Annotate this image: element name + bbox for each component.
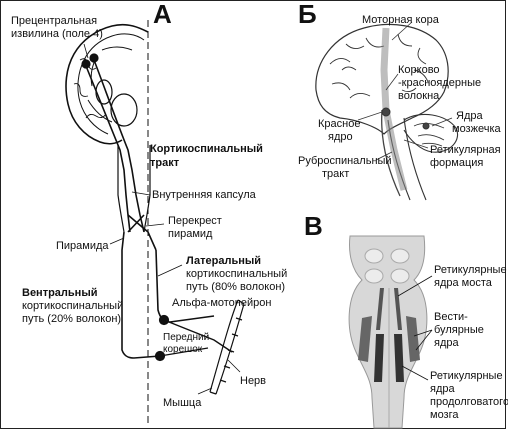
cortex-outline: [65, 23, 149, 145]
decussation-pointer: [145, 223, 165, 227]
muscle-pointer: [197, 387, 213, 395]
colliculus-tr: [390, 248, 410, 264]
label-anterior-root-line2: корешок: [163, 344, 203, 355]
corticorubral-pointer: [385, 73, 399, 91]
label-anterior-root-line1: Передний: [163, 332, 210, 343]
label-reticular-line1: Ретикулярная: [430, 144, 501, 156]
label-rubrospinal-line1: Руброспинальный: [298, 155, 392, 167]
panel-a-drawing: [65, 20, 245, 425]
label-lateral-line3: путь (80% волокон): [186, 281, 286, 293]
red-nucleus: [381, 107, 391, 117]
label-precentral-line1: Прецентральная: [11, 15, 98, 27]
motor-cortex-pointer: [391, 21, 413, 41]
label-decussation-line2: пирамид: [168, 228, 213, 240]
label-rubrospinal-line2: тракт: [322, 168, 350, 180]
label-corticorubral-line1: Корково: [398, 64, 440, 76]
label-internal-capsule: Внутренняя капсула: [152, 189, 256, 201]
label-medulla-line2: ядра: [430, 383, 455, 395]
brainstem-c-outline: [348, 235, 428, 429]
ventral-tract: [121, 231, 161, 359]
label-motor-cortex: Моторная кора: [362, 14, 439, 26]
corticospinal-fibers: [85, 65, 131, 233]
panel-b-letter: Б: [298, 0, 317, 29]
label-muscle: Мышца: [163, 397, 202, 409]
rubrospinal-pointer: [375, 151, 393, 161]
medulla-reticular-right: [394, 334, 404, 382]
brain-outline: [315, 23, 449, 135]
label-nerve: Нерв: [240, 375, 267, 387]
label-cst-line2: тракт: [150, 157, 180, 169]
label-decussation-line1: Перекрест: [168, 215, 222, 227]
label-ventral-line1: Вентральный: [22, 287, 98, 299]
label-vestibular-line2: булярные: [434, 324, 484, 336]
label-alpha-motoneuron: Альфа-мотонейрон: [172, 297, 272, 309]
corticospinal-fibers-2: [93, 59, 145, 233]
colliculus-tl: [364, 248, 384, 264]
label-ventral-line2: кортикоспинальный: [22, 300, 124, 312]
muscle-shape: [209, 299, 245, 395]
lateral-pointer: [157, 264, 183, 277]
pons-reticular-left: [376, 288, 384, 330]
vestibular-pointer-1: [413, 329, 433, 337]
colliculus-bl: [364, 268, 384, 284]
pons-pointer: [397, 275, 433, 297]
label-precentral-line2: извилина (поле 4): [11, 28, 103, 40]
red-nucleus-pointer: [357, 111, 383, 121]
label-cerebellar-line2: мозжечка: [452, 123, 501, 135]
pyramid-pointer: [109, 237, 125, 245]
capsule-pointer: [131, 191, 151, 196]
panel-b-drawing: [315, 21, 458, 201]
brainstem-outline: [117, 145, 151, 233]
label-corticorubral-line3: волокна: [398, 90, 440, 102]
label-pons-line1: Ретикулярные: [434, 264, 507, 276]
label-red-nucleus-line1: Красное: [318, 118, 361, 130]
vestibular-pointer-2: [415, 329, 433, 351]
label-lateral-line1: Латеральный: [186, 255, 262, 267]
label-pyramid: Пирамида: [56, 240, 109, 252]
label-corticorubral-line2: -красноядерные: [398, 77, 482, 89]
label-red-nucleus-line2: ядро: [328, 131, 353, 143]
motor-axon-2: [159, 347, 209, 357]
label-medulla-line4: мозга: [430, 409, 459, 421]
cerebellar-nucleus: [422, 122, 430, 130]
thalamus: [110, 93, 138, 127]
brain-sulci: [329, 33, 429, 99]
pons-reticular-right: [394, 288, 402, 330]
rubrospinal-tract: [381, 109, 401, 197]
label-vestibular-line3: ядра: [434, 337, 459, 349]
pyramid-decussation: [127, 214, 157, 251]
label-medulla-line3: продолговатого: [430, 396, 508, 408]
panel-c-letter: В: [304, 211, 323, 241]
label-cerebellar-line1: Ядра: [456, 110, 483, 122]
panel-a-letter: А: [153, 0, 172, 29]
colliculus-br: [390, 268, 410, 284]
label-medulla-line1: Ретикулярные: [430, 370, 503, 382]
vestibular-right: [406, 316, 420, 362]
label-cst-line1: Кортикоспинальный: [150, 143, 263, 155]
medulla-pointer: [401, 365, 429, 381]
label-reticular-line2: формация: [430, 157, 484, 169]
label-lateral-line2: кортикоспинальный: [186, 268, 288, 280]
label-vestibular-line1: Вести-: [434, 311, 468, 323]
panel-c-drawing: [348, 235, 433, 429]
reticular-pointer: [403, 139, 429, 149]
nerve-pointer: [227, 359, 241, 373]
motor-axon: [163, 319, 233, 353]
cerebellar-pointer: [431, 117, 453, 127]
label-ventral-line3: путь (20% волокон): [22, 313, 122, 325]
cortex-folds: [73, 58, 107, 119]
label-pons-line2: ядра моста: [434, 277, 492, 289]
medulla-reticular-left: [374, 334, 384, 382]
precentral-pointer: [83, 43, 89, 59]
vestibular-left: [358, 316, 372, 362]
